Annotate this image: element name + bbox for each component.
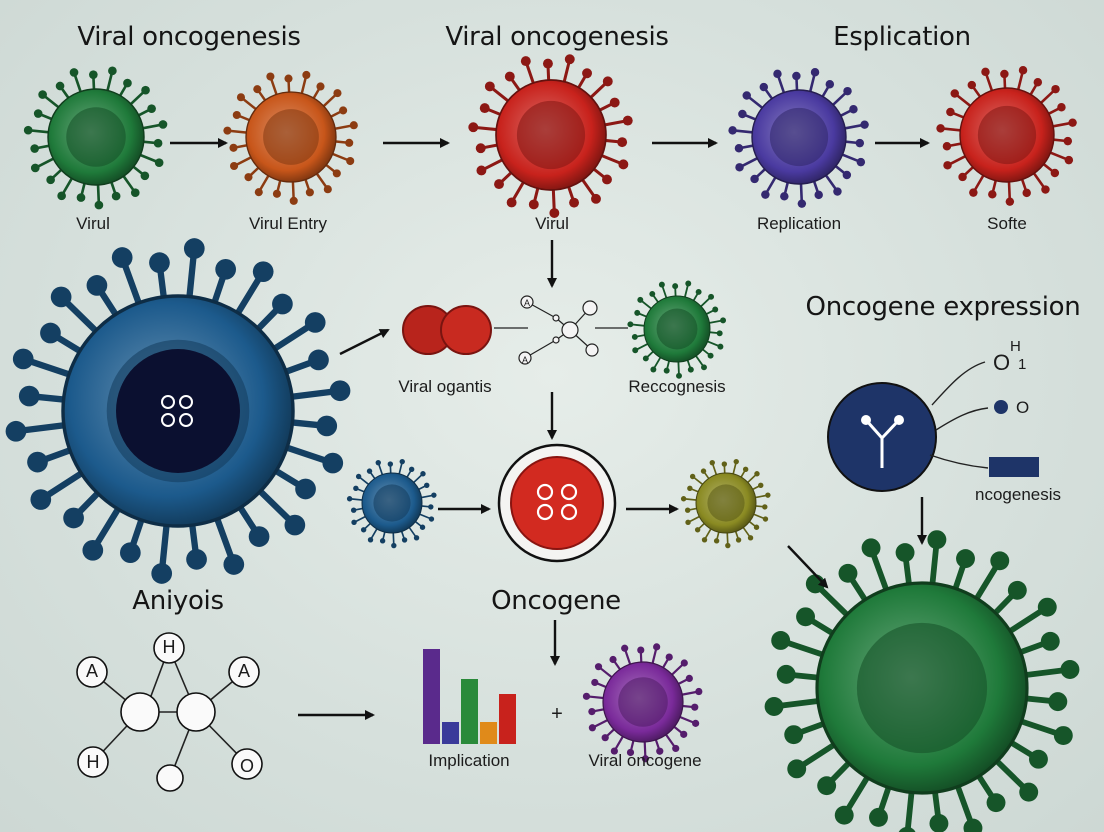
small-atom (552, 314, 560, 322)
virus-purple-replication (728, 67, 869, 208)
small-atom (561, 321, 579, 339)
legend-o-label: O (993, 350, 1011, 375)
target-glyph-ring (560, 483, 578, 501)
label-ncogenesis: ncogenesis (975, 485, 1062, 504)
target-red-core (510, 456, 604, 550)
aniyois-atom (231, 748, 263, 780)
heading-aniyois: Aniyois (132, 586, 224, 616)
legend-h-label: H (1010, 338, 1021, 355)
label-viral-ogantis: Viral ogantis (398, 377, 492, 396)
core-glyph-ring (179, 395, 193, 409)
atom-label-a-left: A (85, 661, 99, 681)
aniyois-atom (176, 692, 216, 732)
small-atom-label-a2: A (521, 355, 529, 365)
label-virul-entry: Virul Entry (248, 214, 328, 233)
implication-bar (480, 722, 497, 744)
small-atom (552, 336, 560, 344)
aniyois-atom (76, 656, 108, 688)
label-reccognesis: Reccognesis (628, 377, 726, 396)
aniyois-molecule (76, 632, 263, 792)
virus-core-dark (116, 349, 240, 473)
label-softe: Softe (987, 214, 1027, 233)
plus-sign: + (551, 703, 563, 725)
implication-bar-chart (423, 649, 516, 744)
atom-label-h-bottom: H (86, 752, 100, 772)
heading-oncogene: Oncogene (491, 586, 621, 616)
aniyois-atom (153, 632, 185, 664)
legend-dot-label: O (1016, 398, 1030, 417)
virus-violet-small (582, 643, 703, 763)
implication-bar (499, 694, 516, 744)
small-atom (582, 300, 598, 316)
core-glyph-ring (179, 413, 193, 427)
arrow-olive-to-green (787, 545, 829, 589)
implication-bar (461, 679, 478, 744)
label-implication: Implication (428, 751, 510, 770)
implication-bar (442, 722, 459, 744)
arrow-blue-to-cells (339, 328, 390, 356)
virus-orange-entry (223, 70, 358, 205)
virus-olive-small (680, 458, 771, 549)
red-cell-right (440, 305, 492, 355)
small-molecule-network (494, 295, 628, 365)
label-replication: Replication (756, 214, 842, 233)
expression-connector-top (931, 361, 986, 406)
small-atom (585, 343, 599, 357)
small-atom (520, 295, 534, 309)
aniyois-atom (156, 764, 184, 792)
virus-red-softe (936, 65, 1077, 206)
small-atom (518, 351, 532, 365)
heading-esplication: Esplication (833, 22, 971, 52)
target-glyph-ring (560, 503, 578, 521)
expression-connector-bottom (929, 454, 989, 469)
virus-red-top-middle (468, 54, 633, 218)
label-virul-1: Virul (76, 214, 110, 233)
expression-node-dot (894, 415, 904, 425)
oncogene-expression-node (827, 361, 1039, 492)
target-glyph-ring (536, 483, 554, 501)
legend-dot (994, 400, 1008, 414)
virus-large-green (764, 530, 1080, 832)
implication-bar (423, 649, 440, 744)
heading-viral-oncogenesis-middle: Viral oncogenesis (445, 22, 669, 52)
target-glyph-ring (536, 503, 554, 521)
legend-one-label: 1 (1018, 356, 1027, 373)
atom-label-h-top: H (162, 637, 176, 657)
aniyois-atom (120, 692, 160, 732)
virus-green-small (627, 280, 727, 379)
core-glyph-ring (161, 413, 175, 427)
label-virul-2: Virul (535, 214, 569, 233)
heading-oncogene-expression: Oncogene expression (805, 292, 1081, 322)
heading-viral-oncogenesis-left: Viral oncogenesis (77, 22, 301, 52)
virus-blue-small (346, 458, 437, 549)
aniyois-atom (77, 746, 109, 778)
expression-node-dot (861, 415, 871, 425)
atom-label-o: O (239, 756, 255, 776)
atom-label-a-right: A (237, 661, 251, 681)
virus-green-top-left (23, 66, 168, 210)
expression-connector-mid (935, 407, 989, 431)
legend-bar (989, 457, 1039, 477)
core-glyph-ring (161, 395, 175, 409)
label-viral-oncogene: Viral oncogene (588, 751, 702, 770)
aniyois-atom (228, 656, 260, 688)
small-atom-label-a1: A (523, 298, 531, 308)
